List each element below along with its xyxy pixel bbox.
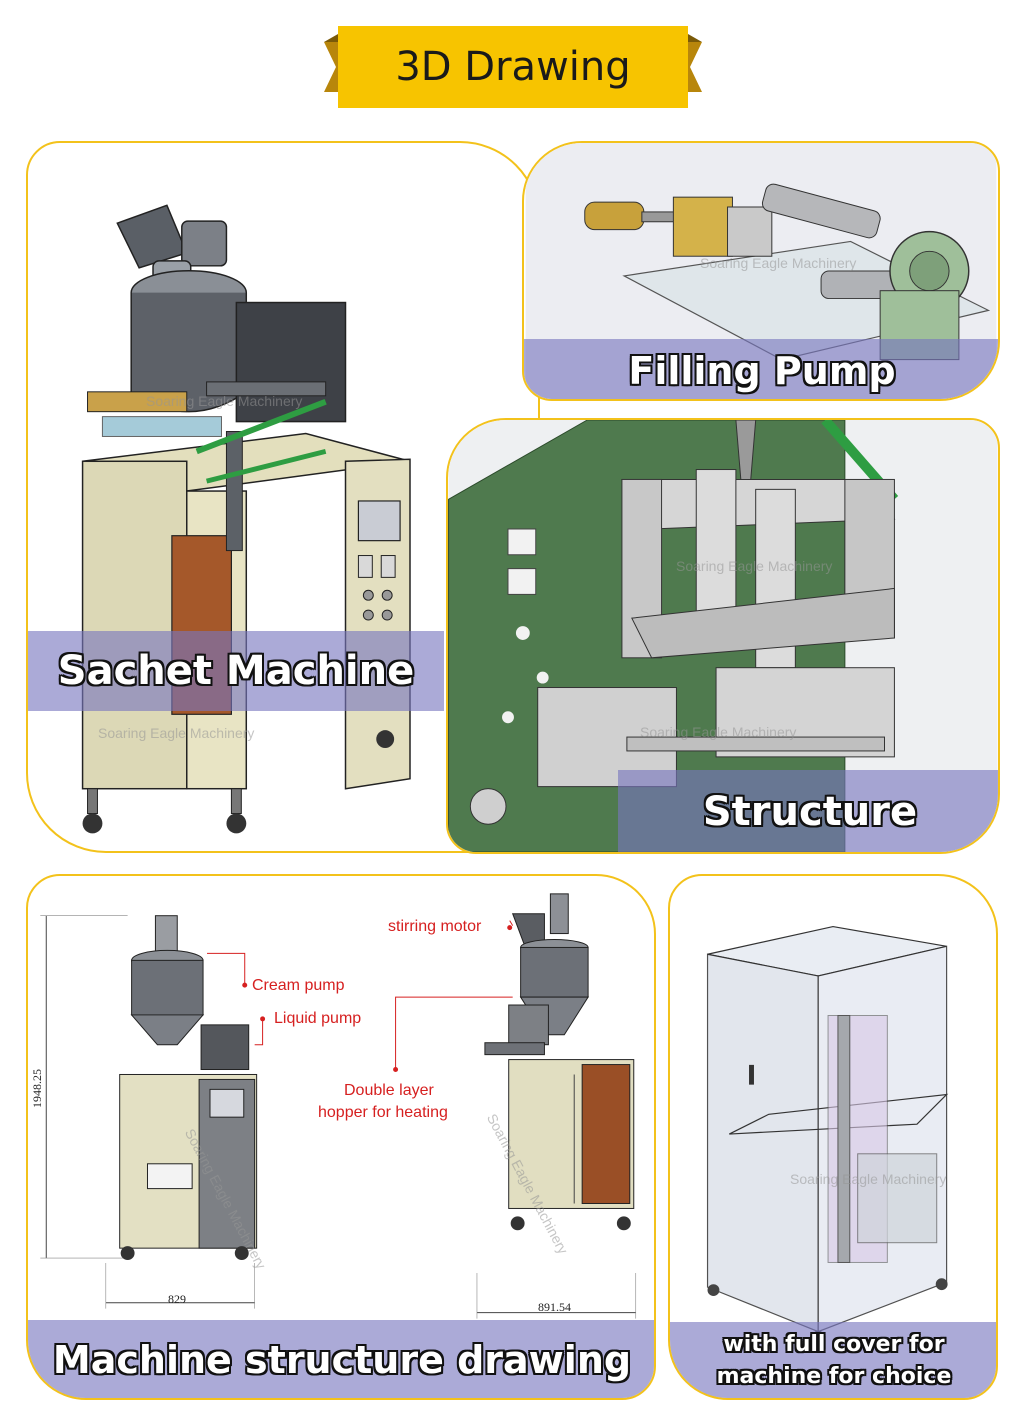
full-cover-illustration: [706, 925, 949, 1343]
dimension-width-front: 829: [168, 1292, 186, 1306]
caption-bar-structure: Structure: [618, 770, 998, 852]
banner-ribbon-shape: [324, 26, 702, 108]
panel-full-cover: Soaring Eagle Machinery with full cover …: [668, 874, 998, 1400]
callout-hopper-line1: Double layer: [344, 1082, 434, 1099]
caption-bar-sachet: Sachet Machine: [28, 631, 444, 711]
caption-filling-pump: Filling Pump: [628, 349, 896, 393]
watermark-text: Soaring Eagle Machinery: [790, 1171, 947, 1187]
caption-cover-line2: machine for choice: [716, 1364, 952, 1389]
watermark-text: Soaring Eagle Machinery: [700, 255, 857, 271]
caption-structure: Structure: [702, 789, 918, 835]
panel-machine-structure-drawing: Soaring Eagle Machinery Soaring Eagle Ma…: [26, 874, 656, 1400]
callout-cream-pump: Cream pump: [252, 977, 345, 994]
callout-hopper-line2: hopper for heating: [318, 1104, 448, 1121]
caption-machine-structure-drawing: Machine structure drawing: [52, 1338, 632, 1382]
dimension-width-side: 891.54: [538, 1300, 571, 1314]
caption-bar-pump: Filling Pump: [524, 339, 998, 399]
watermark-text-secondary: Soaring Eagle Machinery: [640, 724, 797, 740]
page-title: 3D Drawing: [395, 44, 631, 90]
watermark-text: Soaring Eagle Machinery: [146, 393, 303, 409]
machine-drawing-illustration: [40, 893, 637, 1319]
watermark-text: Soaring Eagle Machinery: [676, 558, 833, 574]
header-banner: 3D Drawing: [324, 26, 702, 108]
callout-stirring-motor: stirring motor: [388, 918, 482, 935]
caption-cover-line1: with full cover for: [723, 1332, 945, 1357]
panel-filling-pump: Soaring Eagle Machinery Filling Pump: [522, 141, 1000, 401]
callout-liquid-pump: Liquid pump: [274, 1010, 362, 1027]
watermark-text-secondary: Soaring Eagle Machinery: [98, 725, 255, 741]
caption-bar-drawing: Machine structure drawing: [28, 1320, 654, 1398]
panel-structure: Soaring Eagle Machinery Soaring Eagle Ma…: [446, 418, 1000, 854]
caption-bar-cover: with full cover for machine for choice: [670, 1322, 996, 1398]
caption-sachet-machine: Sachet Machine: [57, 648, 415, 694]
dimension-height: 1948.25: [30, 1069, 44, 1108]
